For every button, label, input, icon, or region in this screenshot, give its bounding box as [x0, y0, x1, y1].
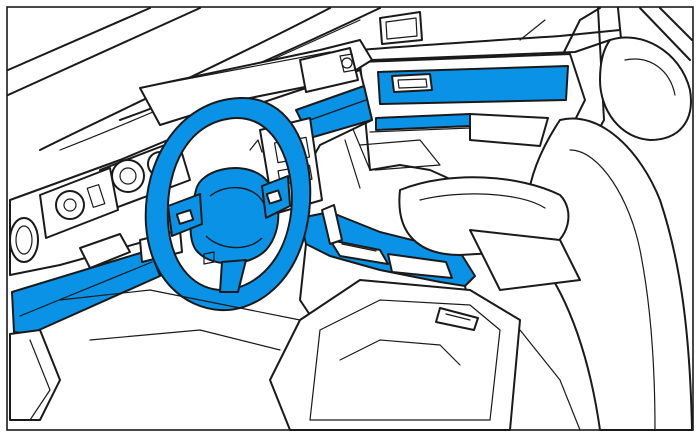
center-console: [299, 204, 476, 331]
steering-wheel-hub: [189, 167, 280, 265]
steering-wheel: [144, 96, 312, 312]
dashboard-trim-left: [11, 249, 161, 335]
rearview-mirror: [379, 11, 423, 45]
floor-lines: [59, 289, 581, 431]
door-armrest-trim: [375, 113, 471, 131]
driver-seat: [269, 279, 521, 431]
passenger-seat: [398, 36, 693, 431]
